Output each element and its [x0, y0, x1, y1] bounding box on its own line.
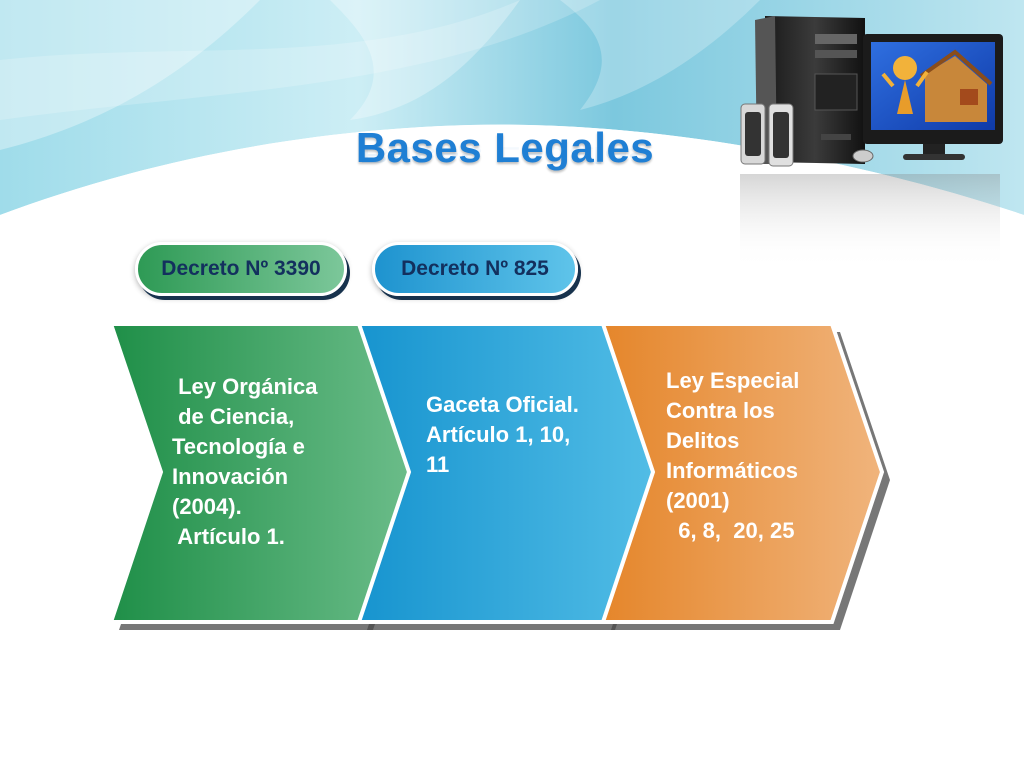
title-reflection: Bases Legales [359, 142, 651, 168]
step-1-text: Ley Orgánica de Ciencia, Tecnología e In… [172, 374, 318, 549]
step-3-text: Ley Especial Contra los Delitos Informát… [666, 368, 800, 543]
decreto-825-button[interactable]: Decreto Nº 825 [372, 242, 578, 296]
step-2-text: Gaceta Oficial. Artículo 1, 10, 11 [426, 392, 579, 477]
chevron-step-3 [600, 322, 885, 624]
desktop-computer-icon [740, 16, 1003, 269]
page-title: Bases Legales [355, 124, 655, 171]
chevron-process-diagram [108, 322, 890, 630]
decreto-3390-button[interactable]: Decreto Nº 3390 [135, 242, 347, 296]
